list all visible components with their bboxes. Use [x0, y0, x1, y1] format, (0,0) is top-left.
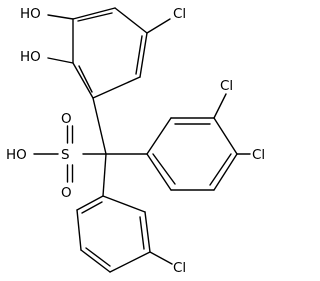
atom-cl-bottom-ring: Cl — [173, 260, 186, 276]
structure-canvas: HO HO Cl Cl Cl HO S O O Cl — [6, 6, 265, 276]
bond-c-ring1 — [92, 97, 107, 155]
atom-cl-34-upper: Cl — [220, 78, 233, 94]
ring-dihydroxy-chlorophenyl — [72, 7, 148, 99]
atom-o-down: O — [61, 185, 72, 201]
ring-chlorophenyl — [76, 195, 151, 273]
bond-cl-bottom-ring — [149, 251, 173, 265]
atom-cl-ring-top: Cl — [173, 6, 186, 22]
atom-o-up: O — [61, 111, 72, 127]
molecule-drawing: HO HO Cl Cl Cl HO S O O Cl — [6, 6, 265, 276]
atom-oh-sulfonic: HO — [6, 147, 27, 163]
atom-cl-34-lower: Cl — [252, 147, 265, 163]
bond-oh-top — [47, 14, 74, 20]
atom-sulfur: S — [61, 147, 70, 163]
atom-oh-mid: HO — [20, 49, 41, 65]
bond-cl-34-upper — [213, 93, 227, 119]
atom-oh-top: HO — [20, 6, 41, 22]
bond-c-ring3 — [102, 153, 107, 197]
bond-oh-mid — [47, 57, 74, 64]
ring-dichlorophenyl — [146, 117, 238, 191]
bond-cl-ring-top — [146, 18, 171, 34]
